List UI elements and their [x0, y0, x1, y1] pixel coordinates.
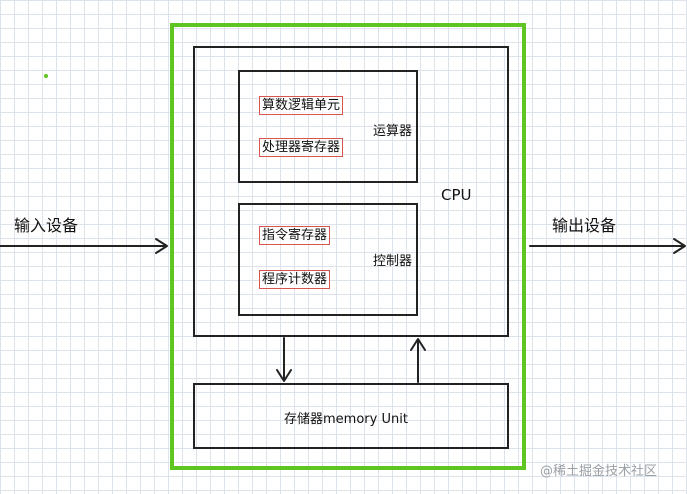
input-device-label: 输入设备 [14, 216, 79, 235]
control-register-program-counter: 程序计数器 [259, 270, 331, 289]
watermark: @稀土掘金技术社区 [540, 464, 658, 479]
control-unit-label: 控制器 [373, 254, 413, 269]
output-device-label: 输出设备 [552, 216, 617, 235]
green-dot [44, 74, 48, 78]
memory-label: 存储器memory Unit [284, 412, 408, 427]
memory-box [193, 383, 509, 449]
input-arrow [0, 238, 168, 254]
cpu-box [193, 46, 509, 337]
control-unit-box [238, 203, 418, 316]
cpu-label: CPU [441, 186, 472, 204]
alu-unit-label: 运算器 [373, 124, 413, 139]
memory-to-cpu-arrow [410, 338, 426, 383]
computer-frame [170, 23, 526, 470]
control-register-instruction: 指令寄存器 [259, 226, 331, 245]
alu-register-arithmetic-logic: 算数逻辑单元 [259, 96, 344, 115]
output-arrow [529, 238, 686, 254]
alu-register-processor: 处理器寄存器 [259, 138, 344, 157]
cpu-to-memory-arrow [276, 337, 292, 382]
alu-box [238, 70, 418, 183]
